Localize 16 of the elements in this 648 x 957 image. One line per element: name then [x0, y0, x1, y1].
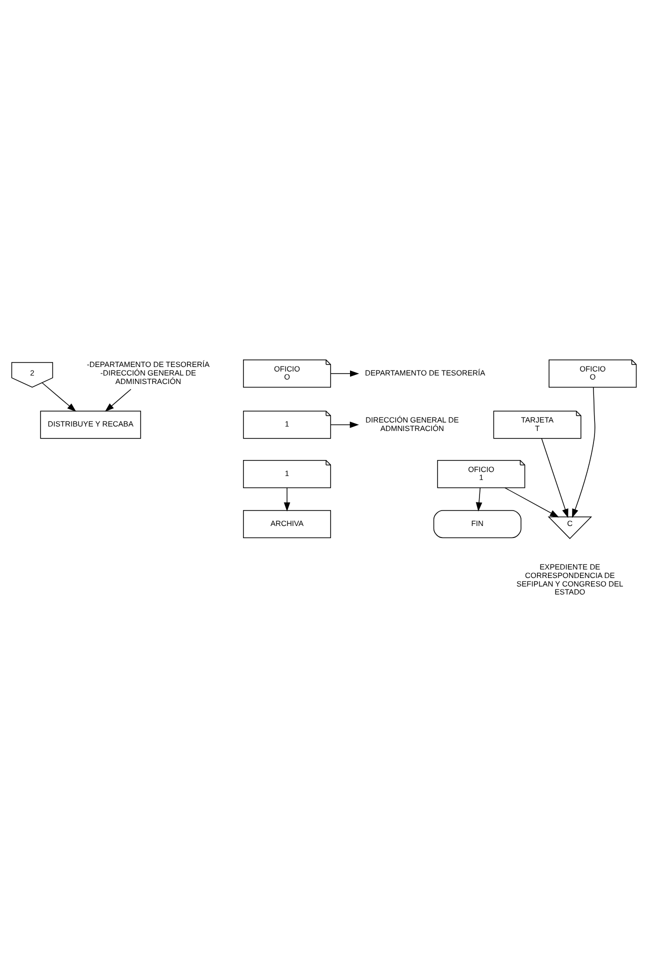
- arrow: [104, 388, 132, 412]
- arrow: [284, 486, 290, 511]
- node-text: DIRECCIÓN GENERAL DE ADMNISTRACIÓN: [366, 415, 459, 432]
- node-text: -DEPARTAMENTO DE TESORERÍA -DIRECCIÓN GENERAL DE ADMINISTRACIÓN: [86, 360, 210, 386]
- node-box: DISTRIBUYE Y RECABA: [40, 410, 142, 438]
- node-box: FIN: [433, 510, 522, 538]
- node-label: EXPEDIENTE DE CORRESPONDENCIA DE SEFIPLAN Y CONGRESO DEL ESTADO: [516, 562, 624, 596]
- arrow: [476, 486, 482, 511]
- arrow: [572, 386, 596, 518]
- arrow: [330, 421, 359, 428]
- node-text: DEPARTAMENTO DE TESORERÍA: [364, 368, 486, 377]
- node-box: ARCHIVA: [243, 510, 332, 538]
- arrow: [42, 382, 76, 412]
- arrow: [504, 486, 560, 517]
- arrow: [541, 438, 568, 518]
- arrow: [330, 370, 360, 376]
